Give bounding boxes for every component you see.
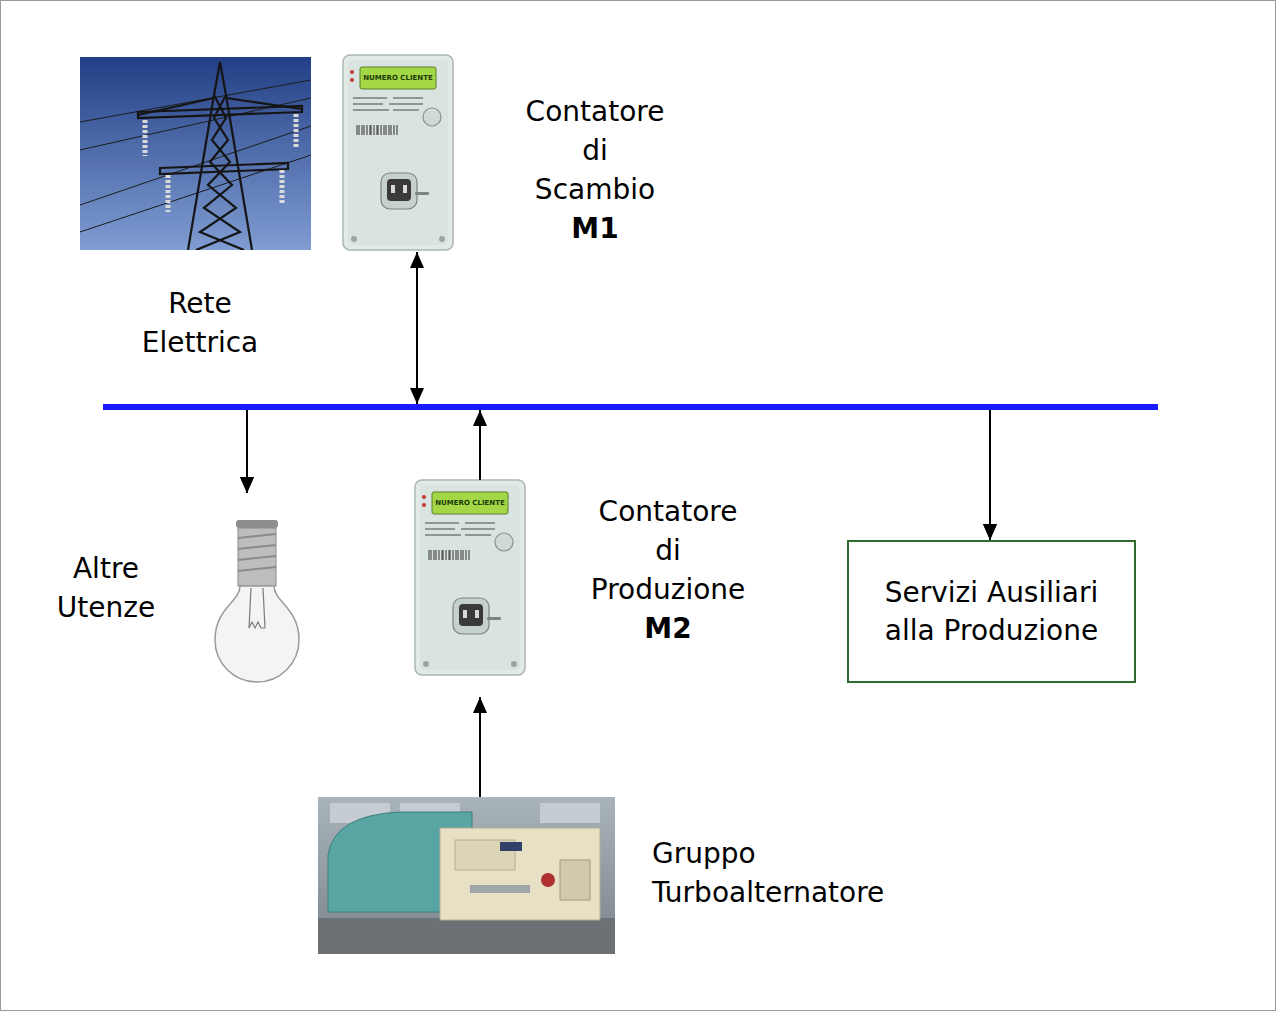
- text-slot: Rete Elettrica: [142, 284, 259, 362]
- pylon-photo: [143, 120, 148, 156]
- light-bulb-picture: [249, 588, 265, 628]
- text-slot: M1: [571, 209, 618, 248]
- pylon-photo: [166, 175, 171, 212]
- production-meter: Contatore di ProduzioneM2: [415, 480, 760, 697]
- connector-layer: [247, 252, 990, 797]
- turbine-photo: [560, 860, 590, 900]
- grid-pylon: Rete Elettrica: [80, 57, 311, 364]
- node-label: Altre Utenze: [57, 549, 155, 627]
- light-bulb-picture: [249, 588, 251, 628]
- bus-bar: [103, 404, 1158, 410]
- turbine-photo: [318, 918, 615, 954]
- label-slot: NUMERO CLIENTE: [363, 74, 432, 83]
- arrow-head: [473, 410, 487, 426]
- exchange-meter-picture: [343, 55, 453, 250]
- light-bulb-picture: [215, 586, 299, 682]
- node-label: Gruppo Turboalternatore: [652, 834, 884, 912]
- light-bulb-picture: [263, 588, 265, 628]
- turbine-photo: [440, 828, 600, 920]
- light-bulb-picture: [238, 534, 276, 538]
- pylon-photo: [80, 155, 311, 232]
- power-flow-arrow: [479, 697, 481, 797]
- node-label: Rete Elettrica: [142, 284, 259, 362]
- pylon-photo: [138, 62, 302, 250]
- pylon-photo: [214, 62, 226, 95]
- power-flow-arrow: [247, 407, 480, 493]
- pylon-photo: [80, 57, 311, 250]
- text-slot: Gruppo Turboalternatore: [652, 834, 884, 912]
- text-slot: Servizi Ausiliari alla Produzione: [874, 574, 1109, 650]
- exchange-meter: Contatore di ScambioM1: [343, 55, 688, 252]
- process-box: Servizi Ausiliari alla Produzione: [847, 540, 1136, 683]
- turbine-generator: Gruppo Turboalternatore: [318, 797, 938, 954]
- pylon-photo: [138, 98, 214, 115]
- node-label: Contatore di Scambio: [526, 92, 665, 209]
- text-slot: Contatore di Produzione: [591, 492, 746, 609]
- turbine-photo: [541, 873, 555, 887]
- turbine-photo: [318, 797, 615, 954]
- pylon-photo: [226, 95, 252, 250]
- meter-code: M2: [644, 609, 691, 648]
- light-bulb-picture: [238, 545, 276, 549]
- pylon-photo: [280, 170, 285, 205]
- light-bulb-picture: [238, 567, 276, 571]
- pylon-photo: [80, 98, 311, 150]
- light-bulb-picture: [238, 534, 276, 571]
- pylon-photo: [294, 114, 299, 148]
- turbine-photo: [500, 842, 522, 851]
- turbine-photo: [540, 803, 600, 823]
- text-slot: Contatore di Scambio: [526, 92, 665, 209]
- node-label: Contatore di Produzione: [591, 492, 746, 609]
- text-slot: M2: [644, 609, 691, 648]
- node-label: Servizi Ausiliari alla Produzione: [874, 574, 1109, 650]
- production-meter-picture: [415, 480, 525, 675]
- pylon-photo: [226, 98, 302, 109]
- pylon-photo: [160, 163, 288, 174]
- light-bulb-picture: [249, 622, 265, 628]
- light-bulb-picture: [238, 556, 276, 560]
- light-bulb-picture: [236, 520, 278, 528]
- meter-code: M1: [571, 209, 618, 248]
- light-bulb-picture: [238, 528, 276, 586]
- pylon-photo: [80, 80, 311, 122]
- light-bulb-picture: [215, 520, 299, 682]
- turbine-photo: [470, 885, 530, 893]
- other-loads: Altre Utenze: [45, 493, 315, 697]
- arrow-head: [410, 388, 424, 404]
- pylon-photo: [145, 114, 296, 212]
- power-flow-arrow: [247, 252, 417, 493]
- label-slot: NUMERO CLIENTE: [435, 499, 504, 508]
- power-flow-arrow: [417, 252, 480, 480]
- text-slot: Altre Utenze: [57, 549, 155, 627]
- pylon-photo: [80, 57, 311, 250]
- pylon-photo: [138, 106, 302, 118]
- turbine-photo: [318, 797, 615, 954]
- display-text: NUMERO CLIENTE: [435, 499, 504, 508]
- display-text: NUMERO CLIENTE: [363, 74, 432, 83]
